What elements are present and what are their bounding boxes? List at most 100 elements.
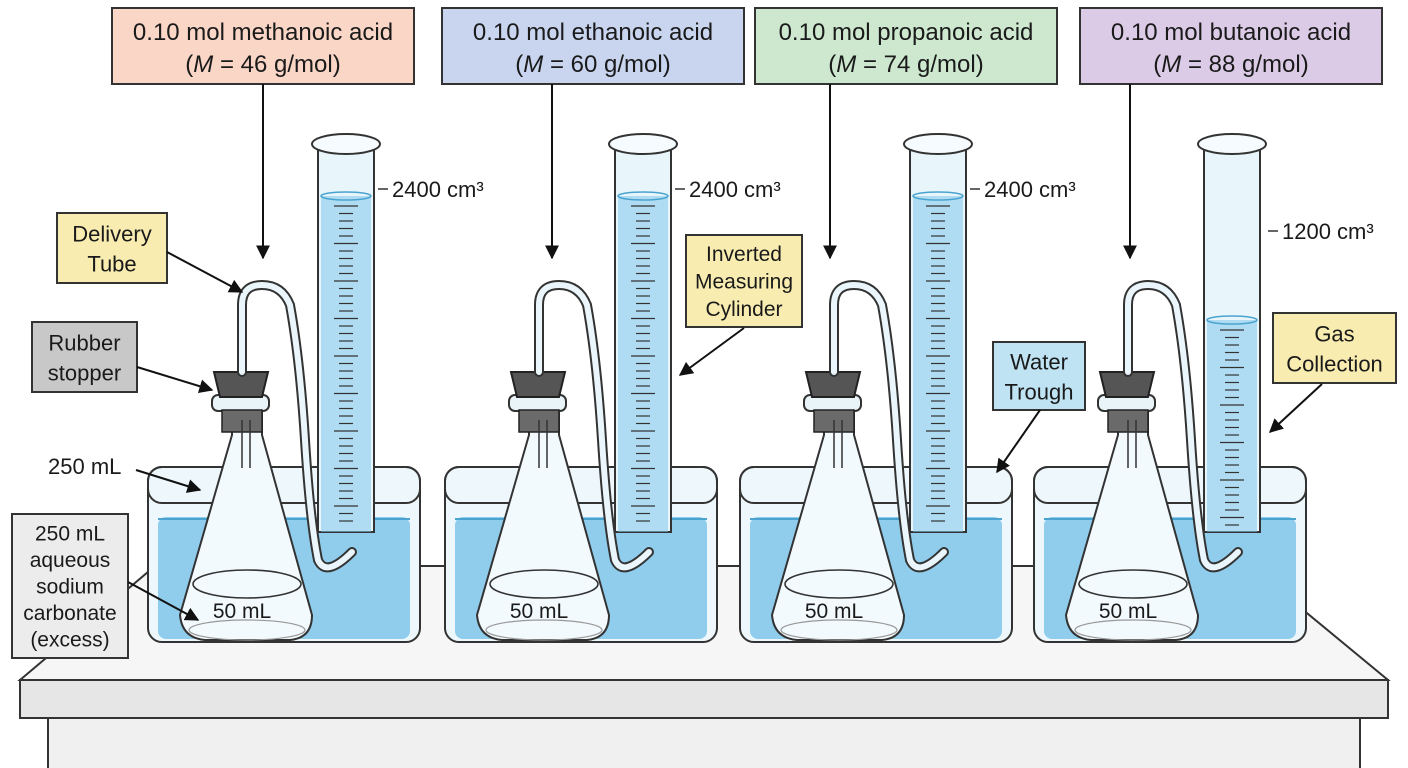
water-trough-arrow: [996, 409, 1041, 474]
liquid-meniscus: [320, 191, 372, 201]
flask-liquid-surface: [1078, 569, 1188, 599]
gas-collection-callout-box: [1272, 312, 1397, 384]
delivery-tube: [831, 281, 947, 571]
flask-capacity-label: 250 mL: [48, 454, 121, 479]
mass-value: = 46 g/mol): [213, 51, 340, 78]
trough-rim: [1033, 466, 1307, 504]
mass-variable: M: [193, 51, 213, 78]
solution-callout-text: carbonate: [23, 602, 116, 625]
gas-collection-callout-text: Collection: [1286, 351, 1383, 376]
rubber-stopper-arrow: [136, 366, 214, 393]
cylinder-liquid: [1207, 320, 1257, 532]
conical-flask: [770, 399, 906, 641]
gas-collection-arrow: [1268, 383, 1323, 433]
solution-callout-text: 250 mL: [35, 522, 105, 545]
mass-value: = 60 g/mol): [543, 51, 670, 78]
acid-name: 0.10 mol butanoic acid: [1111, 19, 1351, 46]
acid-label-4: 0.10 mol butanoic acid (M = 88 g/mol): [1079, 7, 1383, 260]
flask-base-ellipse: [1074, 619, 1192, 641]
solution-callout-text: (excess): [30, 628, 109, 651]
gas-volume-label: 2400 cm³: [984, 177, 1076, 202]
delivery-tube-callout-text: Tube: [87, 251, 136, 276]
solution-callout-text: sodium: [36, 575, 104, 598]
conical-flask: [475, 399, 611, 641]
delivery-tube: [1125, 281, 1241, 571]
rubber-stopper: [804, 371, 862, 398]
acid-name: 0.10 mol propanoic acid: [779, 19, 1034, 46]
flask-base-ellipse: [780, 619, 898, 641]
acid-label-box: [111, 7, 415, 85]
mass-prefix: (: [1153, 51, 1161, 78]
rubber-stopper-callout-text: stopper: [48, 360, 121, 385]
trough-rim: [739, 466, 1013, 504]
cylinder-rim: [1197, 133, 1267, 155]
rubber-stopper: [1098, 371, 1156, 398]
solution-arrow: [127, 581, 200, 621]
delivery-tube-callout-box: [56, 212, 168, 284]
cylinder-rim: [608, 133, 678, 155]
measuring-cylinder-arrow: [678, 327, 745, 376]
setup-2: 2400 cm³ 50 mL: [444, 133, 781, 643]
liquid-meniscus: [617, 191, 669, 201]
mass-prefix: (: [828, 51, 836, 78]
flask-liquid-surface: [489, 569, 599, 599]
acid-molar-mass: (M = 46 g/mol): [185, 51, 340, 78]
water-trough-callout-box: [992, 341, 1086, 411]
delivery-tube-arrow: [166, 251, 244, 293]
mass-value: = 74 g/mol): [856, 51, 983, 78]
flask-base-ellipse: [188, 619, 306, 641]
flask-liquid-surface: [192, 569, 302, 599]
gas-volume-label: 2400 cm³: [392, 177, 484, 202]
water-trough-callout-text: Water: [1010, 349, 1068, 374]
trough-rim: [147, 466, 421, 504]
flask-volume-label: 50 mL: [510, 600, 568, 623]
gas-collection-callout-text: Gas: [1314, 321, 1354, 346]
acid-label-2: 0.10 mol ethanoic acid(M = 60 g/mol): [441, 7, 745, 260]
acid-name: 0.10 mol methanoic acid: [133, 19, 393, 46]
bench-front: [47, 715, 1361, 768]
cylinder-rim: [311, 133, 381, 155]
water-trough-callout-text: Trough: [1005, 379, 1074, 404]
flask-volume-label: 50 mL: [213, 600, 271, 623]
rubber-stopper-callout-text: Rubber: [48, 330, 120, 355]
mass-prefix: (: [515, 51, 523, 78]
setup-3: 2400 cm³ 50 mL: [739, 133, 1076, 643]
acid-label-box: [754, 7, 1058, 85]
mass-variable: M: [1161, 51, 1181, 78]
acid-molar-mass: (M = 88 g/mol): [1153, 51, 1308, 78]
gas-volume-label: 2400 cm³: [689, 177, 781, 202]
acid-label-box: [1079, 7, 1383, 85]
acid-molar-mass: (M = 74 g/mol): [828, 51, 983, 78]
acid-label-1: 0.10 mol methanoic acid (M = 46 g/mol): [111, 7, 415, 260]
acid-molar-mass: (M = 60 g/mol): [515, 51, 670, 78]
acid-label-3: 0.10 mol propanoic acid (M = 74 g/mol): [754, 7, 1058, 260]
gas-volume-label: 1200 cm³: [1282, 219, 1374, 244]
rubber-stopper-callout: Rubber stopper: [31, 321, 138, 393]
flask-base-ellipse: [485, 619, 603, 641]
measuring-cylinder-callout-box: [685, 234, 803, 328]
flask-capacity-arrow: [135, 469, 202, 493]
mass-value: = 88 g/mol): [1181, 51, 1308, 78]
flask-volume-label: 50 mL: [1099, 600, 1157, 623]
delivery-tube-callout-text: Delivery: [72, 221, 151, 246]
setup-4: 1200 cm³ 50 mL: [1033, 133, 1374, 643]
liquid-meniscus: [912, 191, 964, 201]
mass-prefix: (: [185, 51, 193, 78]
rubber-stopper: [212, 371, 270, 398]
measuring-cylinder-callout-text: Cylinder: [705, 298, 782, 321]
flask-liquid-surface: [784, 569, 894, 599]
rubber-stopper: [509, 371, 567, 398]
conical-flask: [1064, 399, 1200, 641]
liquid-meniscus: [1206, 315, 1258, 325]
mass-variable: M: [523, 51, 543, 78]
flask-volume-label: 50 mL: [805, 600, 863, 623]
delivery-tube: [536, 281, 652, 571]
delivery-tube: [239, 281, 355, 571]
